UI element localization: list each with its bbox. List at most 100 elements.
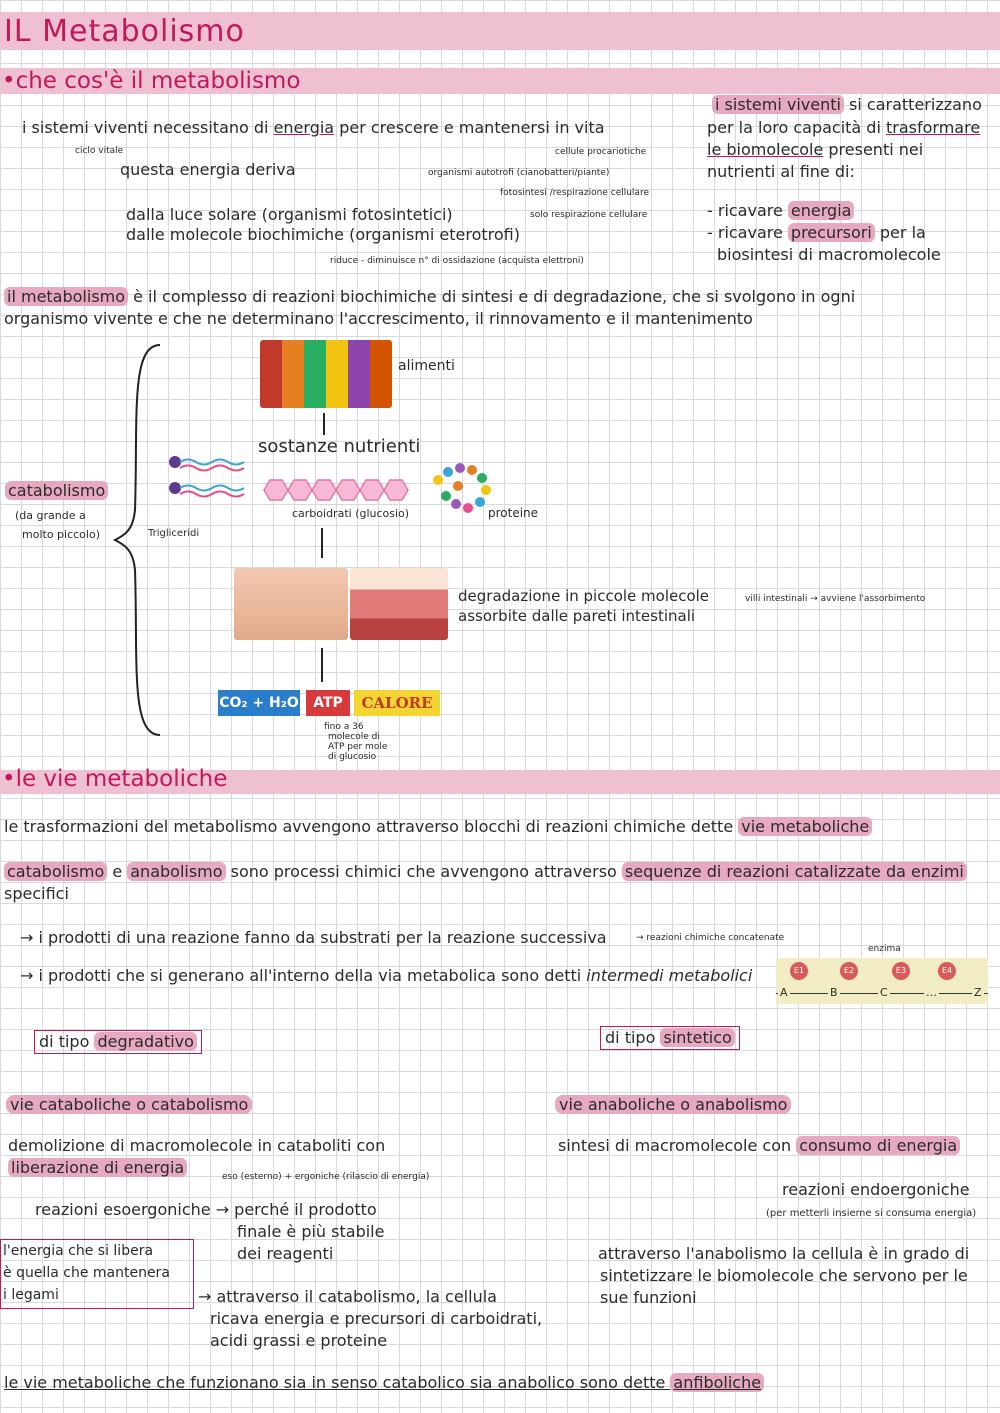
- belly-image: [234, 568, 348, 640]
- intro-line: i sistemi viventi necessitano di energia…: [22, 118, 605, 138]
- atp-note-3: ATP per mole: [328, 742, 388, 752]
- highlight-biomolecole: le biomolecole: [707, 140, 824, 159]
- cat-para-2: ricava energia e precursori di carboidra…: [210, 1309, 543, 1328]
- arrow-line-2: → i prodotti che si generano all'interno…: [20, 966, 752, 986]
- endo-note: (per metterli insieme si consuma energia…: [766, 1208, 977, 1219]
- highlight-catabolismo-2: catabolismo: [4, 862, 108, 881]
- badge-co2-h2o: CO₂ + H₂O: [218, 690, 300, 716]
- atp-note-4: di glucosio: [328, 752, 377, 762]
- text: per la loro capacità di: [707, 118, 886, 137]
- highlight-consumo: consumo di energia: [796, 1136, 961, 1155]
- text: presenti nei: [823, 140, 924, 159]
- text: → i prodotti che si generano all'interno…: [20, 966, 587, 985]
- chain-node: C: [878, 984, 890, 1002]
- eso-line-1: reazioni esoergoniche → perché il prodot…: [35, 1200, 377, 1219]
- note-riduce: riduce - diminuisce n° di ossidazione (a…: [330, 256, 584, 266]
- text: di tipo: [39, 1032, 95, 1051]
- text-molecole: dalle molecole biochimiche (organismi et…: [126, 225, 520, 244]
- chain-node: A: [778, 984, 790, 1002]
- arrow-line-1: → i prodotti di una reazione fanno da su…: [20, 928, 607, 947]
- label-sostanze: sostanze nutrienti: [258, 436, 421, 457]
- section-heading-1: •che cos'è il metabolismo: [2, 68, 301, 94]
- enzyme-icon: E4: [938, 962, 956, 980]
- energy-box-line: è quella che mantenera: [3, 1265, 170, 1281]
- text: sono processi chimici che avvengono attr…: [225, 862, 622, 881]
- endo-line: reazioni endoergoniche: [782, 1180, 970, 1199]
- cat-para-1: → attraverso il catabolismo, la cellula: [198, 1287, 497, 1306]
- note-autotrofi: organismi autotrofi (cianobatteri/piante…: [428, 168, 610, 178]
- section-heading-2: •le vie metaboliche: [2, 766, 228, 792]
- text-intermedi: intermedi metabolici: [586, 966, 753, 985]
- vie-paragraph-2b: specifici: [4, 884, 69, 903]
- label-alimenti: alimenti: [398, 358, 455, 374]
- enzyme-icon: E1: [790, 962, 808, 980]
- highlight-catabolismo: catabolismo: [5, 481, 109, 500]
- highlight-energia: energia: [273, 118, 335, 137]
- page-title: IL Metabolismo: [4, 14, 245, 49]
- text: i sistemi viventi necessitano di: [22, 118, 274, 137]
- eso-line-2: finale è più stabile: [237, 1222, 385, 1241]
- label-trigliceridi: Trigliceridi: [148, 528, 200, 539]
- chain-node: B: [828, 984, 840, 1002]
- badge-atp: ATP: [306, 690, 350, 716]
- arrow-down-icon: [321, 648, 323, 682]
- cat-para-3: acidi grassi e proteine: [210, 1331, 388, 1350]
- note-concatenate: → reazioni chimiche concatenate: [636, 933, 785, 943]
- note-respirazione: solo respirazione cellulare: [530, 210, 648, 220]
- chain-node: …: [924, 984, 939, 1002]
- highlight-degradativo: degradativo: [94, 1032, 197, 1051]
- definition-line-1: il metabolismo è il complesso di reazion…: [4, 287, 855, 307]
- ana-para-3: sue funzioni: [600, 1288, 697, 1307]
- note-eso: eso (esterno) + ergoniche (rilascio di e…: [222, 1172, 430, 1182]
- energy-box-line: l'energia che si libera: [3, 1243, 154, 1259]
- title-band: [0, 12, 1000, 50]
- right-line-1: i sistemi viventi si caratterizzano: [712, 95, 982, 115]
- highlight-cat-title: vie cataboliche o catabolismo: [6, 1095, 253, 1114]
- text: - ricavare: [707, 201, 788, 220]
- label-catabolismo: catabolismo: [5, 481, 109, 501]
- definition-line-2: organismo vivente e che ne determinano l…: [4, 309, 753, 328]
- atp-note-1: fino a 36: [324, 722, 364, 732]
- highlight-vie-metaboliche: vie metaboliche: [738, 817, 873, 836]
- triglyceride-icon: [169, 456, 245, 498]
- text: - ricavare: [707, 223, 788, 242]
- right-line-5: - ricavare energia: [707, 201, 855, 221]
- highlight-ana-title: vie anaboliche o anabolismo: [555, 1095, 792, 1114]
- enzyme-chain: E1 E2 E3 E4 A B C … Z: [776, 958, 988, 1004]
- text: sintesi di macromolecole con: [558, 1136, 797, 1155]
- text: le vie metaboliche che funzionano sia in…: [4, 1373, 671, 1392]
- right-line-7: biosintesi di macromolecole: [717, 245, 941, 264]
- right-line-2: per la loro capacità di trasformare: [707, 118, 980, 138]
- vie-paragraph-2: catabolismo e anabolismo sono processi c…: [4, 862, 967, 882]
- highlight-anfiboliche: anfiboliche: [670, 1373, 765, 1392]
- food-image: [260, 340, 392, 408]
- text-luce: dalla luce solare (organismi fotosinteti…: [126, 205, 453, 224]
- box-sintetico: di tipo sintetico: [600, 1026, 740, 1050]
- cat-line-2: liberazione di energia: [8, 1158, 188, 1178]
- ana-title: vie anaboliche o anabolismo: [555, 1095, 792, 1115]
- highlight-sintetico: sintetico: [660, 1028, 735, 1047]
- highlight-energia-2: energia: [787, 201, 855, 220]
- glucose-chain-icon: [263, 479, 409, 501]
- highlight-metabolismo: il metabolismo: [4, 287, 129, 306]
- note-ciclo: ciclo vitale: [75, 146, 124, 156]
- text: è il complesso di reazioni biochimiche d…: [128, 287, 856, 306]
- cat-title: vie cataboliche o catabolismo: [6, 1095, 253, 1115]
- right-line-4: nutrienti al fine di:: [707, 162, 855, 181]
- highlight-trasformare: trasformare: [886, 118, 981, 137]
- ana-para-1: attraverso l'anabolismo la cellula è in …: [598, 1244, 970, 1263]
- arrow-down-icon: [321, 528, 323, 558]
- label-carboidrati: carboidrati (glucosio): [292, 507, 410, 520]
- chain-node: Z: [972, 984, 984, 1002]
- degr-line-1: degradazione in piccole molecole: [458, 587, 710, 605]
- eso-line-3: dei reagenti: [237, 1244, 334, 1263]
- ana-para-2: sintetizzare le biomolecole che servono …: [600, 1266, 968, 1285]
- energy-box: l'energia che si libera è quella che man…: [0, 1239, 194, 1309]
- note-procariotiche: cellule procariotiche: [555, 147, 647, 157]
- text-deriva: questa energia deriva: [120, 160, 296, 179]
- section-band: [0, 770, 1000, 794]
- enzyme-icon: E2: [840, 962, 858, 980]
- brace-icon: [112, 344, 161, 736]
- atp-note-2: molecole di: [328, 732, 380, 742]
- highlight-anabolismo: anabolismo: [127, 862, 226, 881]
